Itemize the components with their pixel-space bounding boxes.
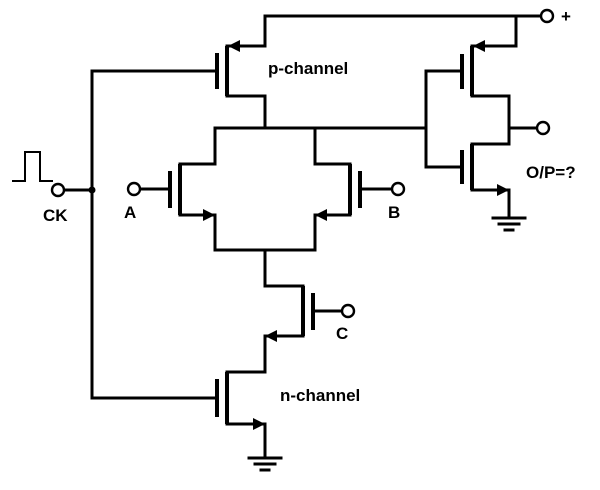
output-label: O/P=? — [526, 163, 576, 182]
input-a-terminal — [126, 181, 142, 197]
n-channel-evaluate-transistor — [90, 370, 267, 460]
input-b-terminal — [390, 181, 406, 197]
ck-label: CK — [43, 206, 68, 225]
parallel-join-node — [213, 248, 317, 288]
transistor-b-arrow — [315, 209, 327, 221]
transistor-c — [263, 284, 344, 374]
clock-pulse-icon — [12, 151, 53, 182]
input-c-label: C — [336, 324, 348, 343]
clock-terminal — [50, 182, 66, 198]
clock-junction-dot — [88, 186, 96, 194]
p-channel-precharge-transistor — [90, 14, 267, 130]
clock-line — [62, 69, 96, 400]
transistor-a-arrow — [203, 209, 215, 221]
vdd-label: + — [561, 7, 571, 26]
inverter-n-arrow — [497, 184, 509, 196]
vdd-terminal — [539, 8, 555, 24]
output-inverter — [424, 14, 539, 220]
inverter-p-arrow — [473, 40, 485, 52]
output-terminal — [535, 120, 551, 136]
n-channel-label: n-channel — [280, 386, 360, 405]
transistor-c-arrow — [265, 330, 277, 342]
p-channel-arrow — [228, 40, 240, 52]
input-a-label: A — [124, 203, 136, 222]
p-channel-label: p-channel — [268, 59, 348, 78]
transistor-b — [313, 126, 394, 252]
inverter-ground-icon — [491, 216, 527, 232]
input-b-label: B — [388, 203, 400, 222]
n-channel-arrow — [253, 418, 265, 430]
transistor-a — [138, 126, 217, 252]
ground-icon — [247, 456, 283, 472]
input-c-terminal — [340, 303, 356, 319]
